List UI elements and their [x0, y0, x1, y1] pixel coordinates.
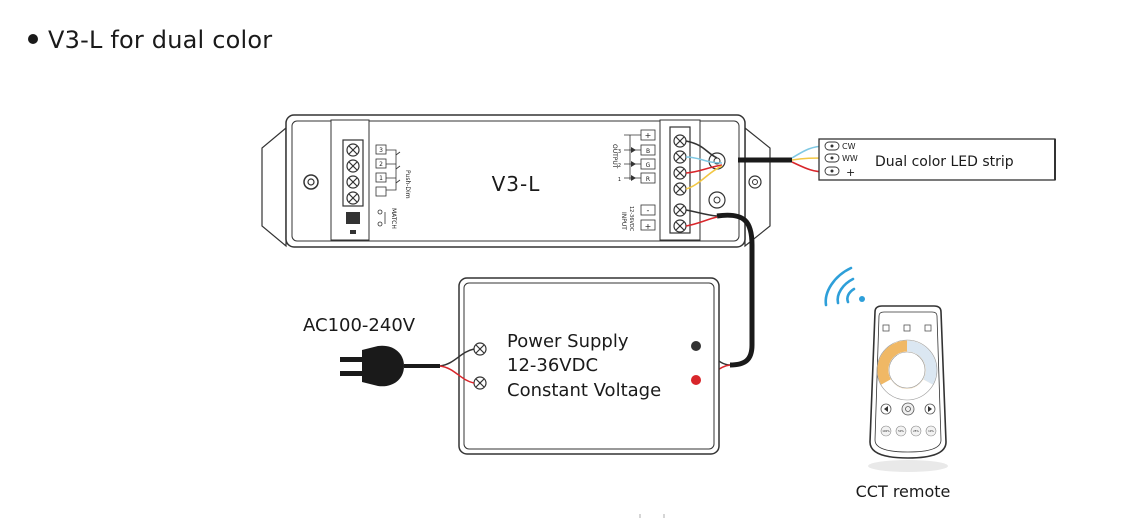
label-text: G: [646, 162, 651, 169]
label-text: 10%: [928, 429, 934, 433]
cct-remote: 100% 50% 25% 10% CCT remote: [856, 305, 951, 501]
input-label: INPUT: [620, 212, 627, 230]
ac-plug: AC100-240V: [303, 315, 475, 387]
left-terminal-block: [342, 139, 364, 207]
label-text: R: [646, 176, 650, 183]
right-terminal-block: [669, 126, 691, 234]
controller-model-label: V3-L: [492, 172, 541, 196]
label-text: B: [646, 148, 650, 155]
label-text: 1: [618, 177, 621, 183]
led-strip: CW WW + Dual color LED strip: [818, 138, 1056, 181]
input-voltage-label: 12-36VDC: [628, 206, 634, 232]
bullet-icon: [28, 34, 38, 44]
heading-text: V3-L for dual color: [48, 26, 273, 54]
pin-cw-label: CW: [842, 142, 856, 151]
dc-minus-terminal-icon: [691, 341, 701, 351]
label-text: 2: [379, 161, 383, 168]
push-dim-label: Push-Dim: [404, 170, 411, 199]
match-label: MATCH: [390, 208, 397, 229]
ac-input-label: AC100-240V: [303, 315, 416, 336]
output-schematic: OUTPUT + B G R 3 2 1 INPUT 12-36VDC - +: [611, 129, 656, 232]
output-label: OUTPUT: [611, 144, 618, 169]
label-text: +: [645, 222, 652, 231]
label-text: 1: [379, 175, 383, 182]
page-heading: V3-L for dual color: [28, 26, 272, 54]
pin-plus-label: +: [846, 166, 855, 179]
psu-line3: Constant Voltage: [507, 380, 661, 401]
push-dim-channels: 3 2 1 Push-Dim: [375, 144, 411, 199]
match-switch: MATCH: [377, 208, 397, 229]
label-text: +: [645, 131, 652, 140]
plug-icon: [362, 345, 404, 387]
psu-line1: Power Supply: [507, 331, 629, 352]
label-text: 3: [618, 149, 621, 155]
label-text: 100%: [882, 429, 890, 433]
label-text: -: [647, 206, 650, 215]
label-text: 25%: [913, 429, 919, 433]
pin-ww-label: WW: [842, 154, 858, 163]
label-text: 3: [379, 147, 383, 154]
led-strip-label: Dual color LED strip: [875, 154, 1014, 170]
match-button-icon: [346, 212, 360, 224]
remote-label: CCT remote: [856, 482, 951, 501]
dc-plus-terminal-icon: [691, 375, 701, 385]
wireless-signal-icon: [824, 266, 856, 307]
label-text: 50%: [898, 429, 904, 433]
controller-unit: 3 2 1 Push-Dim MATCH V3-L OUTPUT + B G R: [261, 114, 771, 248]
power-supply: Power Supply 12-36VDC Constant Voltage: [458, 277, 720, 455]
psu-line2: 12-36VDC: [507, 355, 598, 376]
label-text: 2: [618, 163, 621, 169]
